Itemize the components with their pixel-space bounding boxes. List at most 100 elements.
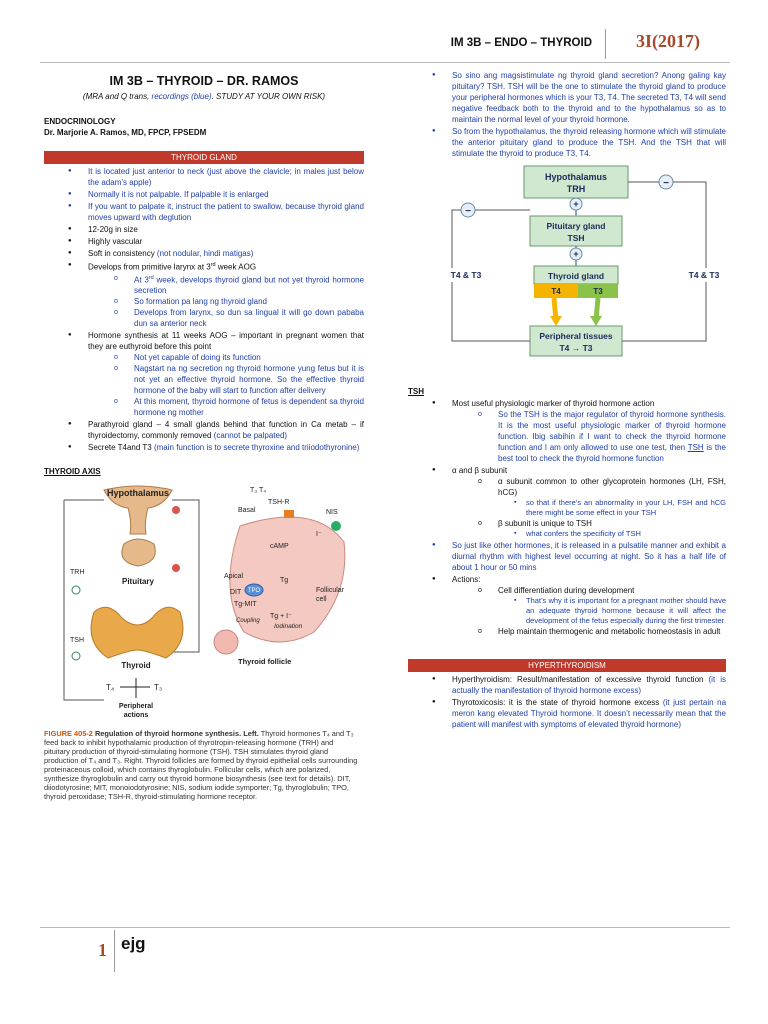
list-text: Hyperthyroidism: Result/manifestation of… [452,675,709,684]
list-item: Develops from primitive larynx at 3rd we… [44,260,364,329]
list-text-underline: TSH [687,443,704,452]
sub-list-item: So the TSH is the major regulator of thy… [408,409,726,464]
list-text: Hormone synthesis at 11 weeks AOG – impo… [88,331,364,352]
camp-label: cAMP [270,543,289,550]
thyroid-shape [90,607,184,659]
document-subtitle: (MRA and Q trans, recordings (blue). STU… [44,92,364,101]
list-text: week, develops thyroid gland but not yet… [134,275,365,296]
feedback-loop-left [63,499,104,701]
t3-arrowhead [590,316,602,326]
dit-label: DIT [230,589,242,596]
tpo-label: TPO [248,588,261,594]
footer-initials: ejg [121,934,146,953]
right-column: So sino ang magsistimulate ng thyroid gl… [408,70,726,731]
footer-separator [114,930,115,972]
thyroid-gland-list: It is located just anterior to neck (jus… [44,166,364,453]
tsh-heading: TSH [408,387,424,396]
plus-icon [71,651,81,661]
hpt-peripheral-label: Peripheral tissues [539,331,613,341]
superscript: rd [210,262,216,268]
list-item: α and β subunit α subunit common to othe… [408,465,726,539]
t4-box [534,284,578,298]
hypothalamus-shape [103,485,173,535]
subtitle-part-a: (MRA and Q trans, [82,92,152,101]
trh-label: TRH [70,569,84,576]
follicular-label: Follicular [316,587,345,594]
list-text-blue: (it is actually the manifestation of thy… [452,675,726,695]
sub-sublist: so that if there’s an abnormality in you… [498,498,726,518]
t3-box [578,284,618,298]
plus-icon [71,585,81,595]
iodination-label: Iodination [274,623,303,630]
list-item: Hormone synthesis at 11 weeks AOG – impo… [44,330,364,418]
feedback-loop-right [164,499,200,653]
pituitary-label: Pituitary [122,577,155,586]
feedback-right-label: T4 & T3 [689,270,720,280]
minus-icon [172,564,180,573]
hpt-t3-label: T3 [593,287,603,296]
minus-icon [658,174,674,190]
list-text: Soft in consistency [88,249,157,258]
list-text: Thyrotoxicosis: it is the state of thyro… [452,698,663,707]
sub-list-item: Help maintain thermogenic and metabolic … [408,626,726,637]
tg-i-label: Tg + I⁻ [270,613,292,620]
list-text: So the TSH is the major regulator of thy… [498,410,726,452]
hpt-conversion-label: T4 → T3 [559,343,592,353]
t4-label: T₄ [106,683,114,692]
tshr-label: TSH-R [268,499,289,506]
tshr-receptor-icon [284,510,294,519]
hpt-trh-label: TRH [567,184,586,194]
tpo-enzyme-icon [244,583,264,597]
plus-sign: + [573,249,578,259]
minus-icon [172,506,180,515]
sub-sub-list-item: what confers the specificity of TSH [408,529,726,539]
pituitary-box [529,215,623,247]
ta-t4-label: T₃ T₄ [250,487,266,494]
nis-symporter-icon [331,521,341,532]
list-text-blue: (cannot be palpated) [213,431,288,441]
list-text-blue: (main function is to secrete thyroxine a… [153,443,360,453]
page-number: 1 [98,940,107,960]
feedback-loop-right [622,181,707,342]
list-item: Actions: Cell differentiation during dev… [408,574,726,637]
plus-icon [569,197,583,211]
sub-list-item: So formation pa lang ng thyroid gland [44,296,364,307]
nis-label: NIS [326,509,338,516]
tsh-list: Most useful physiologic marker of thyroi… [408,398,726,637]
list-item: So from the hypothalamus, the thyroid re… [408,126,726,159]
cell-label: cell [316,596,327,603]
hpt-tsh-label: TSH [568,233,585,243]
feedback-left-label: T4 & T3 [451,270,482,280]
sub-list-item: At this moment, thyroid hormone of fetus… [44,396,364,418]
list-text-blue: (not nodular, hindi matigas) [156,249,254,258]
t4-arrowhead [550,316,562,326]
footer-divider [40,927,730,928]
peripheral-label: Peripheral [119,703,153,710]
basal-label: Basal [238,507,256,514]
list-text: week AOG [215,262,257,272]
follicular-cell-shape [229,516,346,643]
thyroid-label: Thyroid [121,661,150,670]
thyroid-follicle-label: Thyroid follicle [238,657,291,666]
hpt-pituitary-label: Pituitary gland [546,221,605,231]
list-item: Highly vascular [44,236,364,247]
list-text-blue: (it just pertain na meron kang elevated … [452,698,727,729]
minus-sign: − [663,178,669,189]
hpt-t4-label: T4 [551,287,561,296]
list-item: Normally it is not palpable. If palpable… [44,189,364,200]
section-header-thyroid-gland: THYROID GLAND [44,151,364,164]
sub-list-item: Cell differentiation during development … [408,585,726,626]
list-text: is the best tool to check the thyroid ho… [498,443,727,463]
page-header: IM 3B – ENDO – THYROID 3I(2017) [40,27,730,63]
label-bg [444,268,488,282]
list-text: Secrete T4and T3 [88,443,154,453]
sublist: α subunit common to other glycoprotein h… [452,476,726,539]
figure-caption-text: Thyroid hormones T₄ and T₃ feed back to … [44,729,358,802]
pituitary-shape [121,538,156,567]
figure-caption: FIGURE 405-2 Regulation of thyroid hormo… [44,729,360,801]
list-item: So sino ang magsistimulate ng thyroid gl… [408,70,726,125]
tgmit-label: Tg-MIT [234,601,257,608]
tsh-axis-label: TSH [70,637,84,644]
list-text: Cell differentiation during development [498,586,635,595]
list-text: α and β subunit [452,466,508,475]
